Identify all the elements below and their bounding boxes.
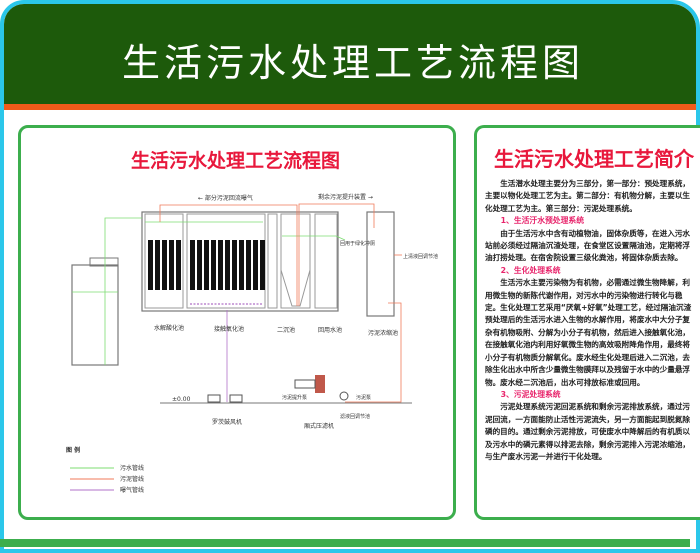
label-lift-pump: 污泥提升泵 [282,394,307,401]
tank-label: 回用水池 [318,326,342,334]
media-block [176,240,181,290]
pipe-line [89,257,119,267]
media-block [253,240,258,290]
label-sludge-pump: 污泥泵 [356,394,371,401]
media-block [148,240,153,290]
pipe-line [314,213,338,309]
process-flow-diagram: ← 部分污泥回流曝气 剩余污泥提升装置 → 回用于绿化冲厕 上清液回调节池 ±0… [66,193,438,494]
pipe-line [345,302,402,403]
label-return: ← 部分污泥回流曝气 [198,194,253,202]
media-block [225,240,230,290]
tank-label: 水解酸化池 [154,324,184,332]
main-tank-block [141,211,339,312]
pipe-line [104,217,142,365]
section-heading: 2、生化处理系统 [500,265,561,275]
media-block [190,240,195,290]
filter-press [315,375,325,393]
label-reuse: 回用于绿化冲厕 [340,240,375,247]
media-block [218,240,223,290]
pipe-line [159,204,298,306]
legend-item: 污泥管线 [120,475,144,483]
bottom-green-bar [0,539,690,547]
orange-divider [4,104,696,110]
pipe-line [335,235,346,241]
intro-paragraph: 生活潜水处理主要分为三部分，第一部分：预处理系统，主要以物化处理工艺为主。第二部… [485,179,691,213]
media-block [155,240,160,290]
intro-panel: 生活污水处理工艺简介 生活潜水处理主要分为三部分，第一部分：预处理系统，主要以物… [474,125,700,520]
media-block [260,240,265,290]
media-block [197,240,202,290]
legend-item: 曝气管线 [120,486,144,494]
media-block [239,240,244,290]
label-ground: ±0.00 [172,396,191,403]
tank-label: 二沉池 [277,326,295,334]
section-heading: 1、生活汙水预处理系统 [500,216,584,226]
diagram-title: 生活污水处理工艺流程图 [131,150,341,172]
media-block [169,240,174,290]
media-block [162,240,167,290]
tank-label: 接触氧化池 [214,325,244,333]
legend-title: 图 例 [66,446,80,454]
intro-paragraph: 生活污水主要污染物为有机物，必需通过微生物降解，利用微生物的新陈代谢作用，对污水… [485,278,692,387]
equipment-label: 厢式压滤机 [304,422,334,430]
label-supernatant: 上清液回调节池 [403,253,438,260]
intro-paragraph: 由于生活污水中含有动植物油，固体杂质等，在进入污水站前必须经过隔油沉渣处理，在食… [485,228,691,263]
label-filtrate: 滤液回调节池 [340,413,370,420]
filler-media [148,240,265,290]
collection-well [71,264,119,366]
pipe-line [280,213,311,309]
media-block [204,240,209,290]
section-heading: 3、污泥处理系统 [500,389,561,399]
pipe-line [294,379,316,389]
media-block [246,240,251,290]
intro-paragraph: 污泥处理系统污泥回泥系统和剩余污泥排放系统，通过污泥回流，一方面能防止活性污泥流… [485,402,691,461]
media-block [211,240,216,290]
sludge-thickener [366,211,395,317]
pipe-line [280,269,311,307]
media-block [232,240,237,290]
pipe-line [267,213,278,309]
pipe-line [339,391,349,401]
tank-label: 污泥浓缩池 [368,329,398,337]
intro-title: 生活污水处理工艺简介 [494,147,694,171]
poster-title: 生活污水处理工艺流程图 [122,41,585,85]
label-excess: 剩余污泥提升装置 → [318,193,373,201]
blower-2 [229,394,243,403]
equipment-label: 罗茨鼓风机 [212,418,242,426]
blower-1 [207,394,221,403]
intro-text: 生活潜水处理主要分为三部分，第一部分：预处理系统，主要以物化处理工艺为主。第二部… [485,178,697,463]
flow-diagram-panel: 生活污水处理工艺流程图 [18,125,456,520]
legend-item: 污水管线 [120,464,144,472]
pipe-line [298,203,375,306]
pipe-line [144,213,184,309]
header-banner: 生活污水处理工艺流程图 [4,4,696,104]
